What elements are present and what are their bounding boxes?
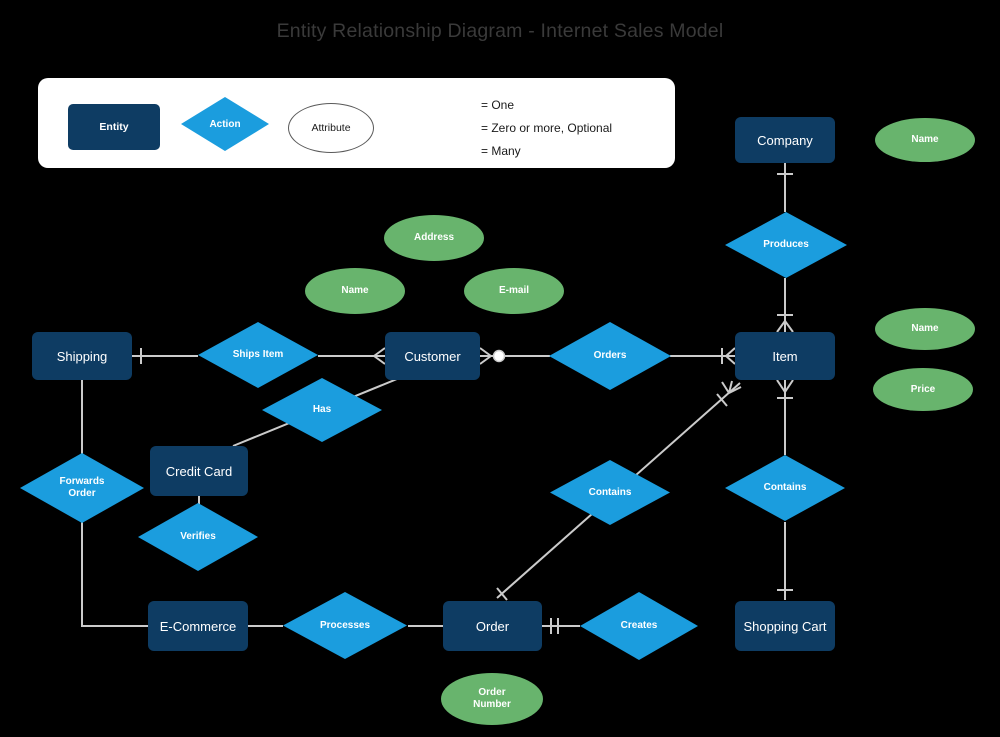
- legend-entity-label: Entity: [99, 121, 129, 133]
- entity-ecommerce: E-Commerce: [148, 601, 248, 651]
- entity-item: Item: [735, 332, 835, 380]
- attribute-price-label: Price: [910, 383, 936, 395]
- connector-produces-item: [776, 278, 794, 333]
- optional-circle-icon: [492, 349, 506, 363]
- entity-company: Company: [735, 117, 835, 163]
- legend-action-label: Action: [209, 118, 241, 130]
- action-verifies-label: Verifies: [180, 531, 216, 542]
- attribute-customer-name-label: Name: [341, 285, 369, 296]
- legend-zero-label: = Zero or more, Optional: [481, 121, 613, 135]
- attribute-customer-name: Name: [305, 268, 405, 314]
- attribute-address-label: Address: [413, 232, 454, 243]
- attribute-price: Price: [873, 368, 973, 411]
- entity-shopping-cart: Shopping Cart: [735, 601, 835, 651]
- legend-attribute-label: Attribute: [311, 122, 351, 134]
- connector-shipsitem-customer: [318, 347, 386, 365]
- attribute-order-number-label: Order Number: [473, 687, 511, 710]
- entity-order: Order: [443, 601, 542, 651]
- one-tick: [496, 587, 508, 601]
- entity-ecommerce-label: E-Commerce: [159, 618, 237, 634]
- many-crowfoot-icon: [479, 347, 492, 365]
- many-crowfoot-icon: [373, 347, 386, 365]
- entity-customer: Customer: [385, 332, 480, 380]
- legend-one-label: = One: [481, 98, 515, 112]
- attribute-email-label: E-mail: [498, 285, 529, 296]
- attribute-company-name: Name: [875, 118, 975, 162]
- many-crowfoot-icon: [776, 320, 794, 333]
- attribute-email: E-mail: [464, 268, 564, 314]
- action-orders-label: Orders: [593, 350, 627, 361]
- connector-shipping-shipsitem: [132, 348, 198, 364]
- entity-customer-label: Customer: [404, 348, 461, 364]
- action-creates-label: Creates: [620, 620, 658, 631]
- connector-order-creates: [542, 618, 580, 634]
- many-crowfoot-icon: [721, 380, 742, 394]
- entity-credit-card-label: Credit Card: [165, 463, 233, 479]
- legend-entity-shape: Entity: [68, 104, 160, 150]
- entity-shopping-cart-label: Shopping Cart: [743, 618, 827, 634]
- attribute-order-number: Order Number: [441, 673, 543, 725]
- entity-item-label: Item: [772, 348, 798, 364]
- attribute-address: Address: [384, 215, 484, 261]
- legend-attribute-shape: Attribute: [288, 103, 374, 153]
- entity-shipping-label: Shipping: [56, 348, 108, 364]
- action-forwards-order-label: Forwards Order: [59, 476, 105, 499]
- action-contains-cart-label: Contains: [763, 482, 807, 493]
- entity-credit-card: Credit Card: [150, 446, 248, 496]
- action-has-label: Has: [312, 404, 332, 415]
- connector-item-contains-cart-upper: [776, 379, 794, 455]
- entity-order-label: Order: [475, 618, 510, 634]
- connector-orders-item: [670, 347, 736, 365]
- connector-contains-shoppingcart: [777, 522, 793, 600]
- action-ships-item-label: Ships Item: [232, 349, 284, 360]
- attribute-item-name: Name: [875, 308, 975, 350]
- connector-company-produces: [777, 163, 793, 212]
- action-contains-order-label: Contains: [588, 486, 632, 498]
- diagram-title: Entity Relationship Diagram - Internet S…: [276, 20, 724, 42]
- attribute-company-name-label: Name: [911, 134, 939, 145]
- one-tick: [716, 393, 728, 407]
- attribute-item-name-label: Name: [911, 323, 939, 334]
- many-crowfoot-icon: [725, 347, 736, 365]
- many-crowfoot-icon: [776, 379, 794, 393]
- entity-company-label: Company: [757, 132, 813, 148]
- connector-customer-orders: [479, 347, 550, 365]
- legend-action-shape: Action: [181, 97, 269, 151]
- action-produces-label: Produces: [763, 239, 809, 250]
- legend-panel: Entity Action Attribute: [38, 78, 675, 168]
- legend-many-label: = Many: [481, 144, 521, 158]
- action-processes-label: Processes: [319, 619, 371, 631]
- entity-shipping: Shipping: [32, 332, 132, 380]
